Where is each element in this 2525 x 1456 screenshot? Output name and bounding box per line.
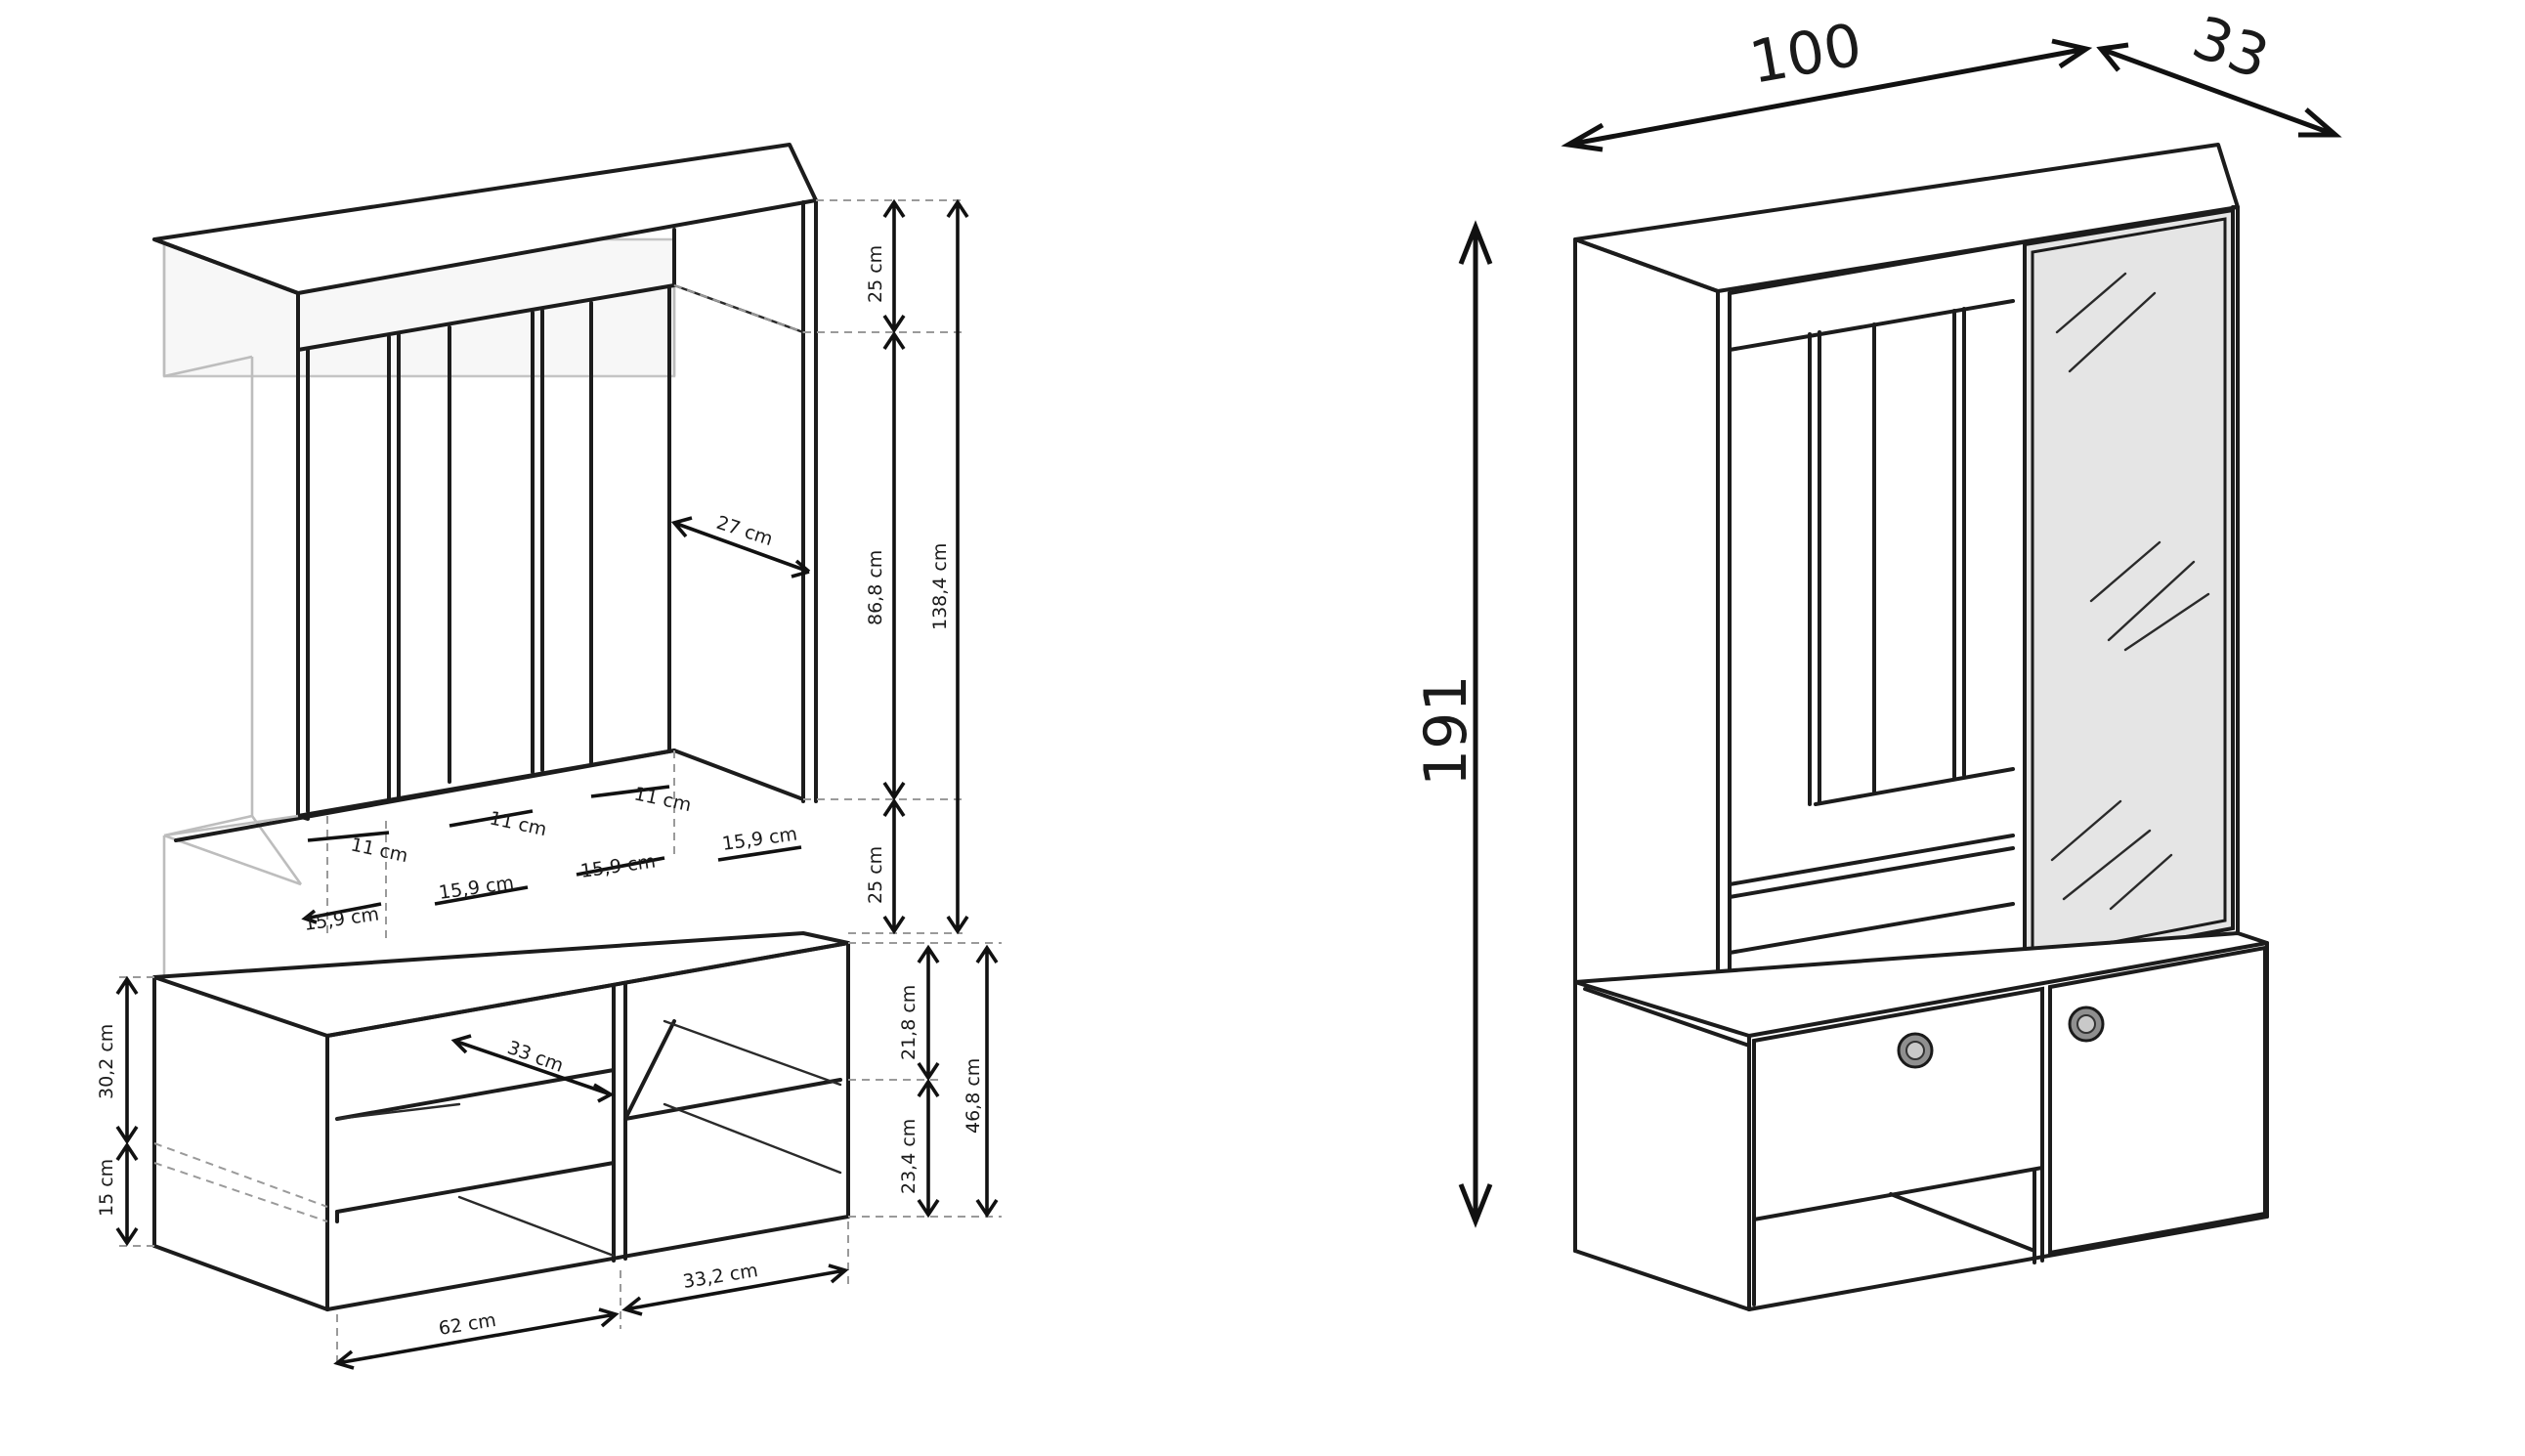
dim-shelf-lower-height: 23,4 cm <box>898 1119 920 1194</box>
dim-peg-gap-1: 11 cm <box>349 834 409 867</box>
dim-top-height: 25 cm <box>865 245 886 303</box>
dim-hook-spacing-3: 15,9 cm <box>579 850 658 882</box>
mirror-panel <box>2023 207 2235 970</box>
upper-unit <box>152 143 818 842</box>
dim-bench-height: 25 cm <box>865 846 886 904</box>
overall-view: 100 33 191 <box>1412 3 2342 1311</box>
door-knob <box>2068 1006 2105 1043</box>
dim-middle-height: 86,8 cm <box>865 550 886 625</box>
dim-upper-depth: 27 cm <box>713 512 775 550</box>
drawer-knob <box>1897 1032 1934 1069</box>
overall-height-label: 191 <box>1412 674 1480 787</box>
dim-cabinet-total-height: 46,8 cm <box>963 1058 984 1134</box>
dimension-arrows <box>115 198 999 1370</box>
dim-hook-spacing-2: 15,9 cm <box>438 872 516 904</box>
dim-shelf-upper-height: 21,8 cm <box>898 985 920 1060</box>
overall-width-label: 100 <box>1744 11 1866 98</box>
overall-arrows <box>1458 38 2342 1228</box>
dim-cabinet-lower-height: 15 cm <box>96 1159 117 1217</box>
mirror-reflection <box>2050 272 2210 911</box>
dim-hook-spacing-1: 15,9 cm <box>303 903 381 935</box>
dim-peg-gap-2: 11 cm <box>488 807 548 840</box>
extension-lines <box>117 199 1002 1368</box>
door-front <box>2048 945 2267 1256</box>
dim-upper-total-height: 138,4 cm <box>929 543 951 630</box>
lower-cabinet <box>152 931 850 1311</box>
dimensioned-view: 25 cm 86,8 cm 138,4 cm 27 cm 25 cm 11 cm… <box>96 143 1002 1370</box>
dim-cabinet-depth: 33 cm <box>504 1037 566 1077</box>
overall-depth-label: 33 <box>2184 3 2278 93</box>
dim-cabinet-upper-height: 30,2 cm <box>96 1024 117 1099</box>
drawer-front <box>1752 986 2044 1306</box>
dim-peg-gap-3: 11 cm <box>632 783 693 816</box>
